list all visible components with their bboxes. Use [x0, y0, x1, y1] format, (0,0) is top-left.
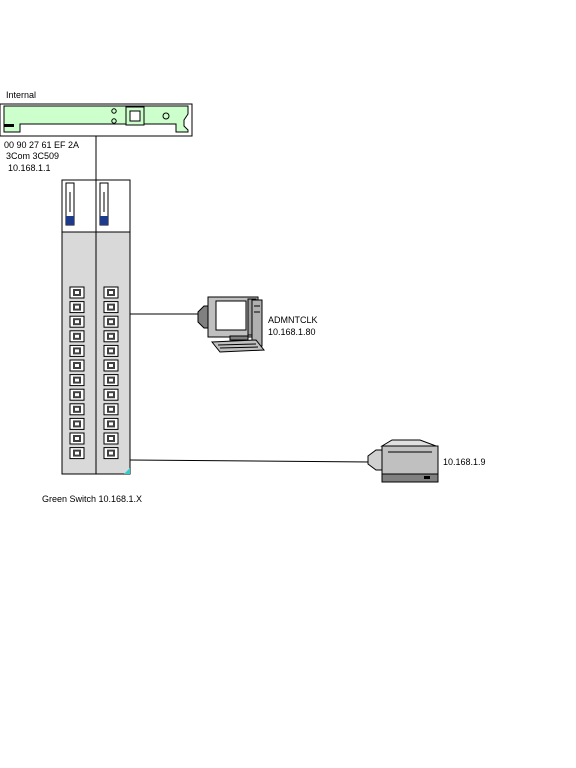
- network-card-icon: [0, 103, 193, 137]
- switch-port-icon: [69, 447, 85, 460]
- switch-port-icon: [103, 447, 119, 460]
- printer-ip: 10.168.1.9: [443, 457, 486, 467]
- switch-port-icon: [69, 301, 85, 314]
- switch-port-icon: [69, 417, 85, 430]
- switch-port-icon: [69, 359, 85, 372]
- printer-icon: [367, 439, 439, 483]
- nic-ip: 10.168.1.1: [8, 163, 51, 173]
- nic-model: 3Com 3C509: [6, 151, 60, 161]
- switch-port-icon: [103, 344, 119, 357]
- switch-port-icon: [103, 374, 119, 387]
- workstation-hostname: ADMNTCLK: [268, 315, 318, 325]
- switch-port-icon: [103, 403, 119, 416]
- switch-to-printer-link: [129, 459, 371, 463]
- switch-port-icon: [69, 403, 85, 416]
- switch-port-icon: [69, 374, 85, 387]
- switch-port-icon: [69, 388, 85, 401]
- workstation-ip: 10.168.1.80: [268, 327, 316, 337]
- switch-port-icon: [69, 344, 85, 357]
- switch-icon: [61, 179, 131, 475]
- nic-mac-address: 00 90 27 61 EF 2A: [4, 140, 80, 150]
- switch-port-icon: [103, 388, 119, 401]
- switch-port-icon: [103, 330, 119, 343]
- switch-port-icon: [69, 315, 85, 328]
- switch-port-icon: [69, 330, 85, 343]
- switch-label: Green Switch 10.168.1.X: [42, 494, 143, 504]
- workstation-icon: [197, 296, 266, 353]
- switch-port-icon: [103, 315, 119, 328]
- nic-location-label: Internal: [6, 90, 37, 100]
- switch-port-icon: [69, 432, 85, 445]
- switch-port-icon: [103, 301, 119, 314]
- switch-port-icon: [103, 359, 119, 372]
- switch-port-icon: [103, 417, 119, 430]
- switch-port-icon: [103, 432, 119, 445]
- switch-port-icon: [103, 286, 119, 299]
- switch-port-icon: [69, 286, 85, 299]
